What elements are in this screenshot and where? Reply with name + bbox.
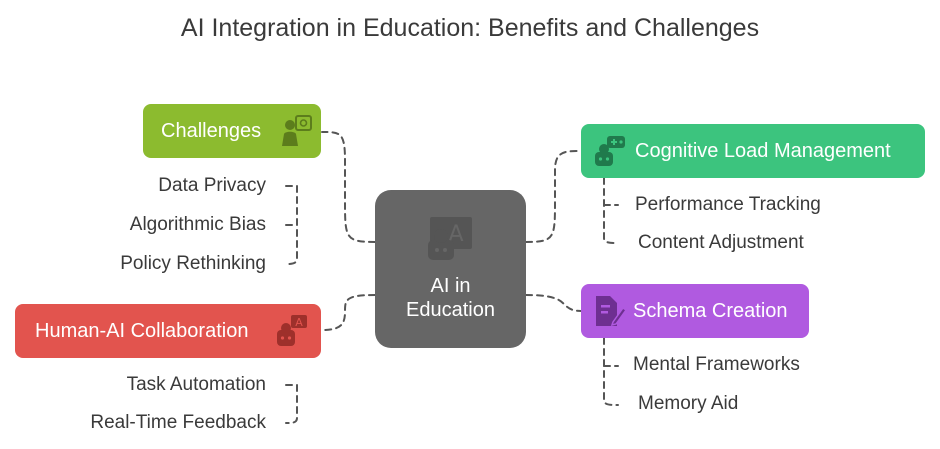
leaf-memory-aid: Memory Aid — [638, 393, 739, 414]
connector-center-human-ai — [321, 294, 376, 331]
human-ai-label: Human-AI Collaboration — [35, 319, 249, 342]
cognitive-label: Cognitive Load Management — [635, 139, 891, 162]
robot-chat-icon: A — [275, 314, 309, 354]
connector-center-cognitive — [525, 150, 582, 243]
leaf-real-time-feedback: Real-Time Feedback — [90, 412, 266, 433]
center-label-line1: AI in — [430, 275, 471, 297]
schema-box: Schema Creation — [581, 284, 809, 338]
center-node: A AI in Education — [375, 190, 526, 348]
connector-schema-leaves — [603, 337, 619, 406]
leaf-mental-frameworks: Mental Frameworks — [633, 354, 800, 375]
connector-challenges-leaves — [285, 185, 298, 265]
challenges-box: Challenges — [143, 104, 321, 158]
leaf-data-privacy: Data Privacy — [158, 175, 266, 196]
schema-label: Schema Creation — [633, 299, 788, 322]
robot-gamepad-icon — [593, 134, 627, 174]
cognitive-box: Cognitive Load Management — [581, 124, 925, 178]
leaf-policy-rethinking: Policy Rethinking — [120, 253, 266, 274]
robot-person-icon: A — [426, 214, 476, 270]
document-pen-icon — [593, 294, 628, 334]
leaf-performance-tracking: Performance Tracking — [635, 194, 821, 215]
svg-text:A: A — [295, 316, 303, 329]
leaf-algorithmic-bias: Algorithmic Bias — [129, 214, 266, 235]
connector-cognitive-leaves — [603, 177, 619, 244]
person-idea-icon — [281, 114, 313, 154]
connector-center-schema — [525, 294, 582, 312]
challenges-label: Challenges — [161, 119, 262, 142]
connector-human-ai-leaves — [285, 384, 298, 424]
leaf-content-adjustment: Content Adjustment — [638, 232, 804, 253]
leaf-task-automation: Task Automation — [126, 374, 266, 395]
diagram-title: AI Integration in Education: Benefits an… — [180, 14, 760, 42]
connector-center-challenges — [321, 131, 376, 243]
center-label-line2: Education — [406, 299, 495, 321]
svg-text:A: A — [448, 222, 463, 247]
human-ai-box: Human-AI Collaboration A — [15, 304, 321, 358]
